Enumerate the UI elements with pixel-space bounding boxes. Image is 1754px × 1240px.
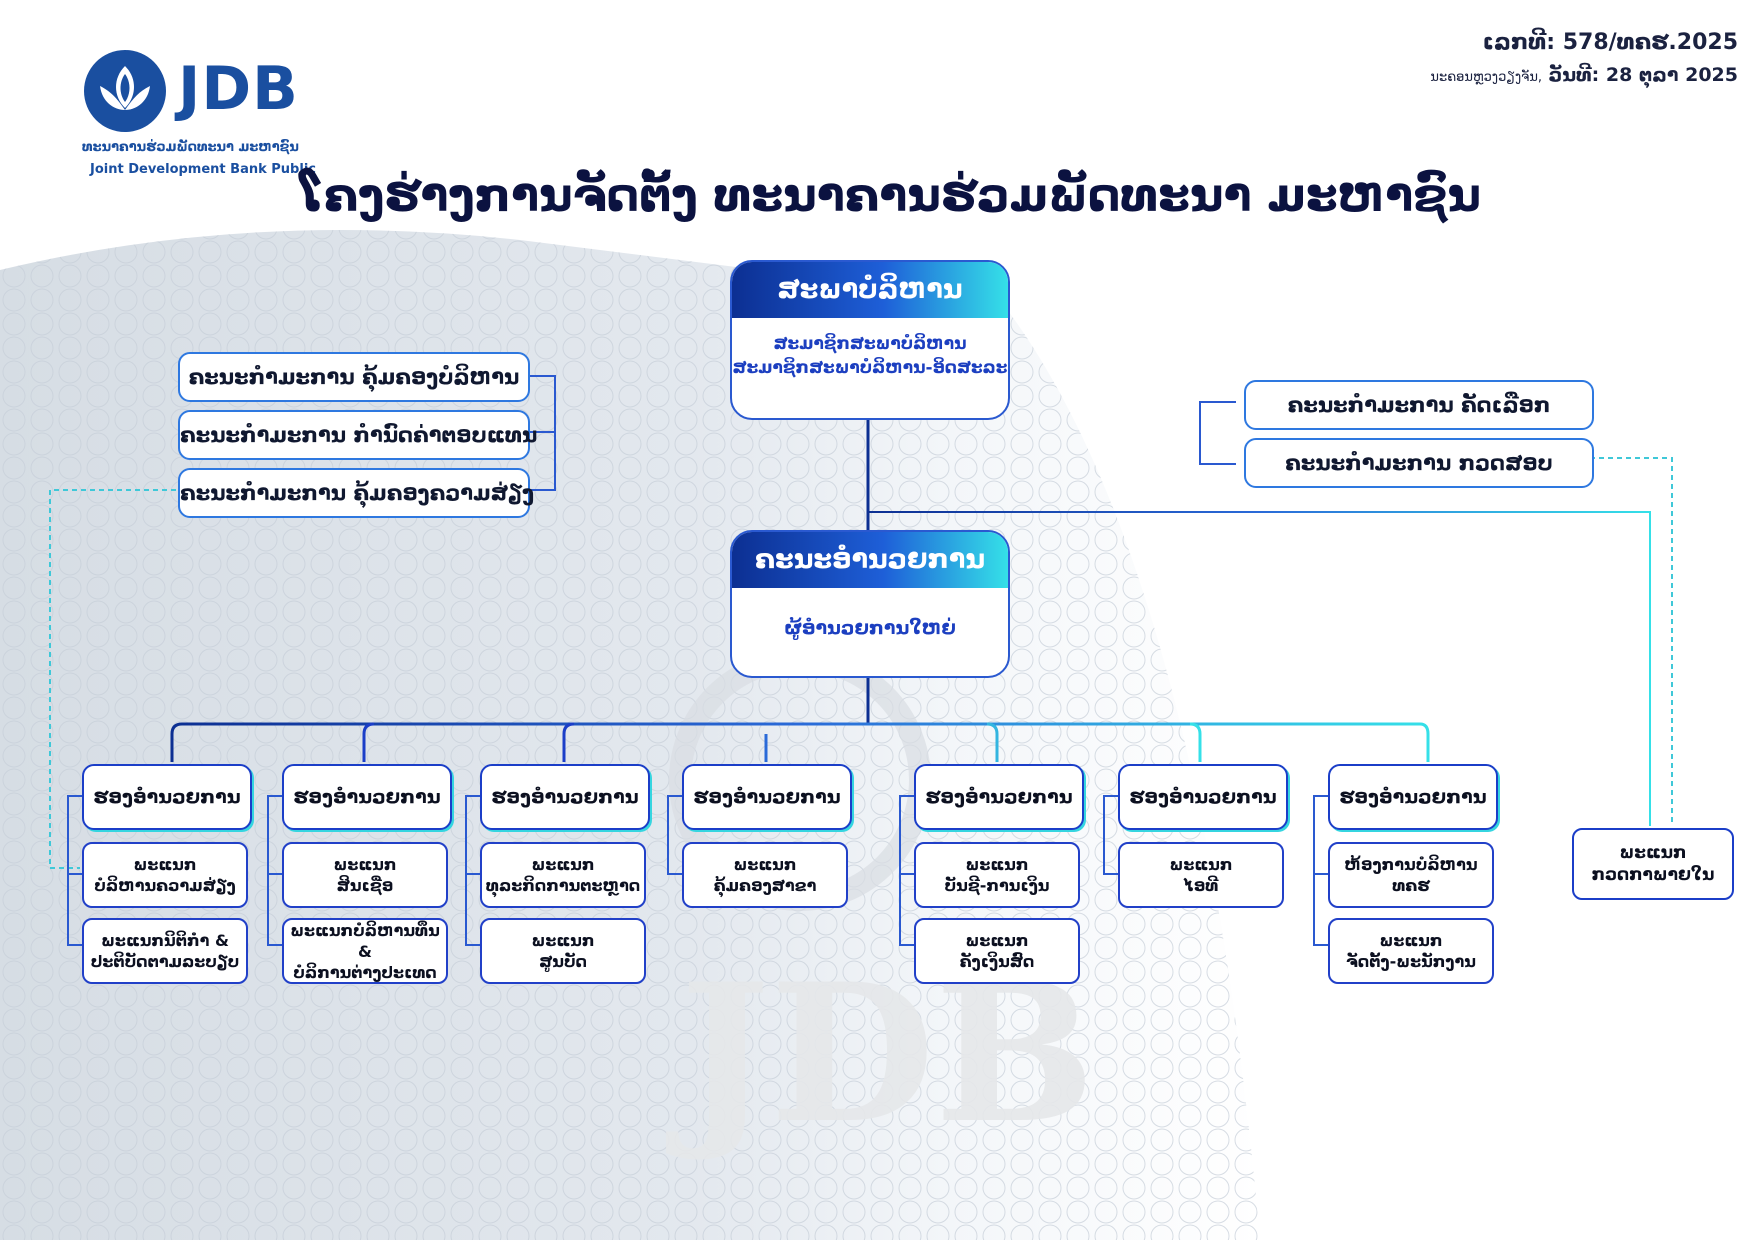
committee-remuneration[interactable]: ຄະນະກຳມະການ ກຳນົດຄ່າຕອບແທນ: [178, 410, 537, 460]
dept-label: ພະແນກ: [531, 931, 595, 950]
dept-label: ພະແນກ: [1619, 843, 1687, 863]
dept-label: ຫ້ອງການບໍລິຫານ: [1344, 855, 1478, 874]
logo-lao-name: ທະນາຄານຮ່ວມພັດທະນາ ມະຫາຊົນ: [82, 140, 299, 155]
dept-label: ພະແນກບໍລິຫານທຶນ &: [290, 920, 440, 961]
document-date: ວັນທີ: 28 ຕຸລາ 2025: [1548, 64, 1738, 86]
dept-card-center[interactable]: ພະແນກ ສູນບັດ: [480, 918, 646, 984]
dept-name: ໄອທີ: [1183, 876, 1219, 895]
deputy-director-4[interactable]: ຮອງອຳນວຍການ: [682, 764, 852, 830]
board-members: ສະມາຊິກສະພາບໍລິຫານ: [773, 334, 967, 354]
committee-audit[interactable]: ຄະນະກຳມະການ ກວດສອບ: [1244, 438, 1594, 488]
dept-label: ພະແນກ: [1169, 855, 1233, 874]
dept-branch-management[interactable]: ພະແນກ ຄຸ້ມຄອງສາຂາ: [682, 842, 848, 908]
dept-label: ພະແນກ: [531, 855, 595, 874]
dept-label: ພະແນກ: [965, 931, 1029, 950]
committee-nomination[interactable]: ຄະນະກຳມະການ ຄັດເລືອກ: [1244, 380, 1594, 430]
deputy-director-2[interactable]: ຮອງອຳນວຍການ: [282, 764, 452, 830]
dept-cash-vault[interactable]: ພະແນກ ຄັງເງິນສົດ: [914, 918, 1080, 984]
logo-text: JDB: [178, 54, 299, 124]
dept-it[interactable]: ພະແນກ ໄອທີ: [1118, 842, 1284, 908]
board-title: ສະພາບໍລິຫານ: [732, 262, 1008, 318]
dept-accounting-finance[interactable]: ພະແນກ ບັນຊີ-ການເງິນ: [914, 842, 1080, 908]
lotus-logo-icon: [84, 50, 166, 132]
dept-name: ທຸລະກິດການຕະຫຼາດ: [485, 876, 641, 895]
dept-treasury-international[interactable]: ພະແນກບໍລິຫານທຶນ & ບໍລິການຕ່າງປະເທດ: [282, 918, 448, 984]
dept-label: ພະແນກ: [1379, 931, 1443, 950]
dept-name: ບໍລິຫານຄວາມສ່ຽງ: [94, 876, 236, 895]
dept-name: ຄັງເງິນສົດ: [959, 952, 1035, 971]
document-number: ເລກທີ: 578/ທຄຮ.2025: [1482, 30, 1738, 55]
dept-name: ບໍລິການຕ່າງປະເທດ: [293, 962, 437, 982]
dept-name: ປະຕິບັດຕາມລະບຽບ: [90, 952, 240, 971]
dept-name: ສິນເຊື່ອ: [336, 876, 394, 895]
dept-label: ພະແນກນິຕິກຳ &: [101, 931, 229, 950]
dept-name: ຈັດຕັ້ງ-ພະນັກງານ: [1346, 952, 1476, 971]
dept-label: ພະແນກ: [333, 855, 397, 874]
executive-board-box[interactable]: ຄະນະອຳນວຍການ ຜູ້ອຳນວຍການໃຫຍ່: [730, 530, 1010, 678]
logo-english-name: Joint Development Bank Public: [90, 162, 316, 177]
dept-credit[interactable]: ພະແນກ ສິນເຊື່ອ: [282, 842, 448, 908]
board-independent-members: ສະມາຊິກສະພາບໍລິຫານ-ອິດສະລະ: [732, 358, 1008, 378]
ceo-label: ຜູ້ອຳນວຍການໃຫຍ່: [784, 617, 956, 639]
committee-governance[interactable]: ຄະນະກຳມະການ ຄຸ້ມຄອງບໍລິຫານ: [178, 352, 530, 402]
dept-administration-office[interactable]: ຫ້ອງການບໍລິຫານ ທຄຮ: [1328, 842, 1494, 908]
dept-name: ກວດກາພາຍໃນ: [1591, 865, 1715, 885]
dept-risk-management[interactable]: ພະແນກ ບໍລິຫານຄວາມສ່ຽງ: [82, 842, 248, 908]
dept-legal-compliance[interactable]: ພະແນກນິຕິກຳ & ປະຕິບັດຕາມລະບຽບ: [82, 918, 248, 984]
dept-name: ທຄຮ: [1392, 876, 1430, 895]
dept-internal-audit[interactable]: ພະແນກ ກວດກາພາຍໃນ: [1572, 828, 1734, 900]
document-date-line: ນະຄອນຫຼວງວຽງຈັນ, ວັນທີ: 28 ຕຸລາ 2025: [1430, 64, 1738, 86]
board-of-directors-box[interactable]: ສະພາບໍລິຫານ ສະມາຊິກສະພາບໍລິຫານ ສະມາຊິກສະ…: [730, 260, 1010, 420]
page-title: ໂຄງຮ່າງການຈັດຕັ້ງ ທະນາຄານຮ່ວມພັດທະນາ ມະຫ…: [300, 168, 1481, 222]
executive-title: ຄະນະອຳນວຍການ: [732, 532, 1008, 588]
committee-risk-management[interactable]: ຄະນະກຳມະການ ຄຸ້ມຄອງຄວາມສ່ຽງ: [178, 468, 534, 518]
deputy-director-7[interactable]: ຮອງອຳນວຍການ: [1328, 764, 1498, 830]
dept-business-marketing[interactable]: ພະແນກ ທຸລະກິດການຕະຫຼາດ: [480, 842, 646, 908]
deputy-director-1[interactable]: ຮອງອຳນວຍການ: [82, 764, 252, 830]
dept-human-resources[interactable]: ພະແນກ ຈັດຕັ້ງ-ພະນັກງານ: [1328, 918, 1494, 984]
deputy-director-5[interactable]: ຮອງອຳນວຍການ: [914, 764, 1084, 830]
dept-label: ພະແນກ: [733, 855, 797, 874]
dept-label: ພະແນກ: [965, 855, 1029, 874]
deputy-director-6[interactable]: ຮອງອຳນວຍການ: [1118, 764, 1288, 830]
deputy-director-3[interactable]: ຮອງອຳນວຍການ: [480, 764, 650, 830]
dept-name: ບັນຊີ-ການເງິນ: [944, 876, 1050, 895]
dept-name: ສູນບັດ: [539, 952, 587, 971]
logo[interactable]: JDB ທະນາຄານຮ່ວມພັດທະນາ ມະຫາຊົນ Joint Dev…: [80, 48, 330, 188]
dept-name: ຄຸ້ມຄອງສາຂາ: [713, 876, 817, 895]
dept-label: ພະແນກ: [133, 855, 197, 874]
document-place: ນະຄອນຫຼວງວຽງຈັນ,: [1430, 70, 1543, 85]
